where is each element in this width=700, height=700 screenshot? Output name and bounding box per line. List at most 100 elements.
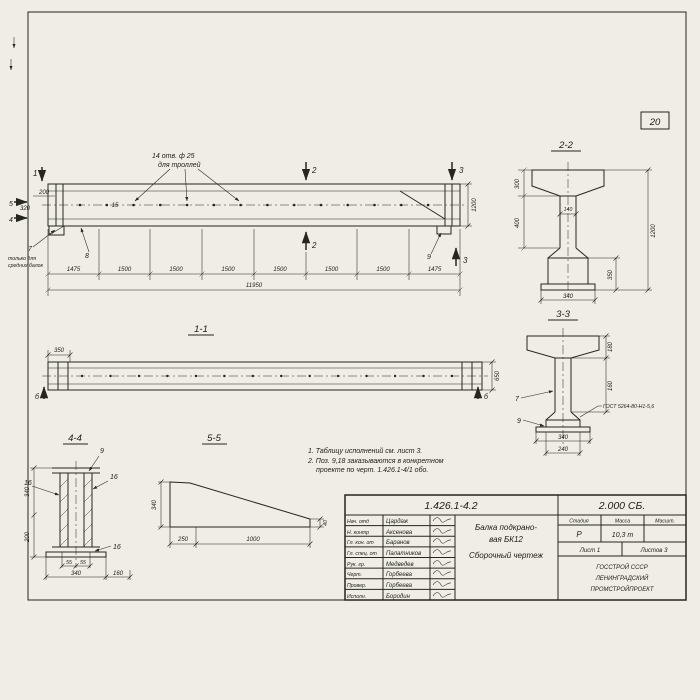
dim-140: 140 xyxy=(564,207,573,213)
stage-value: Р xyxy=(576,530,582,539)
holes-label-line2: для троллей xyxy=(158,161,201,169)
pos-9: 9 xyxy=(427,254,431,261)
plan-holes xyxy=(80,374,454,378)
left-bracket xyxy=(48,225,65,236)
web xyxy=(547,196,589,259)
dim-340b: 340 xyxy=(71,571,82,577)
pos-9-leader xyxy=(522,419,545,427)
dim-55-lines xyxy=(59,552,93,569)
holes-leader xyxy=(197,168,240,202)
dim-320: 320 xyxy=(20,206,31,212)
view-5-5: 5-5 340 40 250 1000 xyxy=(152,433,329,548)
dim-left-lines xyxy=(30,465,52,560)
dim-340-lines xyxy=(533,432,593,444)
plate-hatch xyxy=(59,478,93,547)
plan-view-1-1: 1-1 350 650 б б xyxy=(35,324,501,401)
holes-label-line1: 14 отв. ф 25 xyxy=(152,153,195,160)
note-line-1: 1. Таблицу исполнений см. лист 3. xyxy=(308,447,422,455)
name: Горбеева xyxy=(386,572,413,578)
pos-7-leader xyxy=(32,229,56,248)
name: Аксенова xyxy=(385,530,413,536)
role: Гл. кон. от xyxy=(347,540,374,546)
pos-16: 16 xyxy=(113,544,121,551)
sheet-frame: 20 xyxy=(9,11,687,601)
dim-55: 55 xyxy=(80,560,86,566)
dim-seg: 1500 xyxy=(273,267,287,273)
note-line-2: 2. Поз. 9,18 заказываются в конкретном xyxy=(307,458,444,465)
name: Бородин xyxy=(386,594,411,600)
role: Исполн. xyxy=(347,594,366,600)
holes-leader xyxy=(184,168,189,202)
dim-seg: 1475 xyxy=(428,267,442,273)
dim-650-lines xyxy=(482,359,496,393)
org-line-3: ПРОМСТРОЙПРОЕКТ xyxy=(591,585,655,593)
name: Палатников xyxy=(386,551,421,557)
section-3-3-title: 3-3 xyxy=(556,309,570,320)
sheet-number: 20 xyxy=(649,117,661,128)
dim-bottom-lines xyxy=(167,527,313,548)
flange-lines xyxy=(48,190,460,220)
dim-350-lines xyxy=(588,255,620,293)
dim-1200-lines xyxy=(595,167,652,293)
pos-7-leader xyxy=(520,390,554,399)
dim-right-lines xyxy=(571,333,610,415)
dim-200: 200 xyxy=(25,531,31,543)
dim-340: 340 xyxy=(558,435,569,441)
role: Н. контр xyxy=(347,530,369,536)
dim-340-lines xyxy=(538,290,598,304)
name: Медведев xyxy=(386,562,414,568)
title-block-grid xyxy=(345,495,686,600)
role: Гл. спец. от xyxy=(347,551,377,557)
trolley-holes xyxy=(78,203,430,207)
dim-160: 160 xyxy=(608,380,614,391)
view-1-1-title: 1-1 xyxy=(194,324,208,335)
dim-180: 180 xyxy=(608,341,614,352)
weld-leader xyxy=(579,405,602,418)
cut-label-3: 3 xyxy=(459,166,464,175)
dim-340-160-lines xyxy=(43,557,133,580)
cut-label-2: 2 xyxy=(311,241,317,250)
dim-seg: 1475 xyxy=(67,267,81,273)
drawing-subtitle: Сборочный чертеж xyxy=(469,551,543,560)
pos-16-leader xyxy=(31,485,60,496)
dim-340: 340 xyxy=(25,486,31,497)
right-plate xyxy=(83,472,93,548)
cut-label-4: 4 xyxy=(9,217,13,224)
pos-16: 16 xyxy=(110,474,118,481)
dim-1200: 1200 xyxy=(651,224,657,238)
dim-left-lines xyxy=(518,169,560,249)
holes-leader xyxy=(134,168,171,202)
weld-note: ГОСТ 5264-80-Н1-5,6 xyxy=(603,404,654,410)
dim-350: 350 xyxy=(54,348,65,354)
header-scale: Масшт. xyxy=(655,519,675,525)
cut-label-3: 3 xyxy=(463,256,468,265)
cut-label-1: 1 xyxy=(33,169,37,178)
title-block-border xyxy=(344,494,687,601)
role: Нач. отд xyxy=(347,519,369,525)
pos-7: 7 xyxy=(515,396,520,403)
dim-40-lines xyxy=(310,516,324,530)
dim-240: 240 xyxy=(557,447,569,453)
dim-ticks-bottom xyxy=(45,271,463,293)
signature-marks xyxy=(432,517,452,598)
sheets-label: Листов 3 xyxy=(640,548,669,554)
name: Горбеева xyxy=(386,583,413,589)
dim-seg: 1500 xyxy=(169,267,183,273)
cut-label-b: б xyxy=(484,393,489,401)
pos-9: 9 xyxy=(100,448,104,455)
dim-seg: 1500 xyxy=(376,267,390,273)
drawing-title-line1: Балка подкрано- xyxy=(475,523,537,532)
pos-8: 8 xyxy=(85,253,89,260)
frame-border xyxy=(27,11,687,601)
mass-value: 10,3 т xyxy=(612,532,634,539)
org-line-1: ГОССТРОЙ СССР xyxy=(596,563,648,571)
pos-9: 9 xyxy=(517,418,521,425)
header-mass: Масса xyxy=(615,519,630,525)
pos-16: 16 xyxy=(24,480,32,487)
cut-label-5: 5 xyxy=(9,201,13,208)
name: Цардаж xyxy=(386,519,409,525)
taper-plate xyxy=(169,481,311,528)
pos-16-leader xyxy=(92,480,109,490)
sheet-label: Лист 1 xyxy=(579,548,600,554)
